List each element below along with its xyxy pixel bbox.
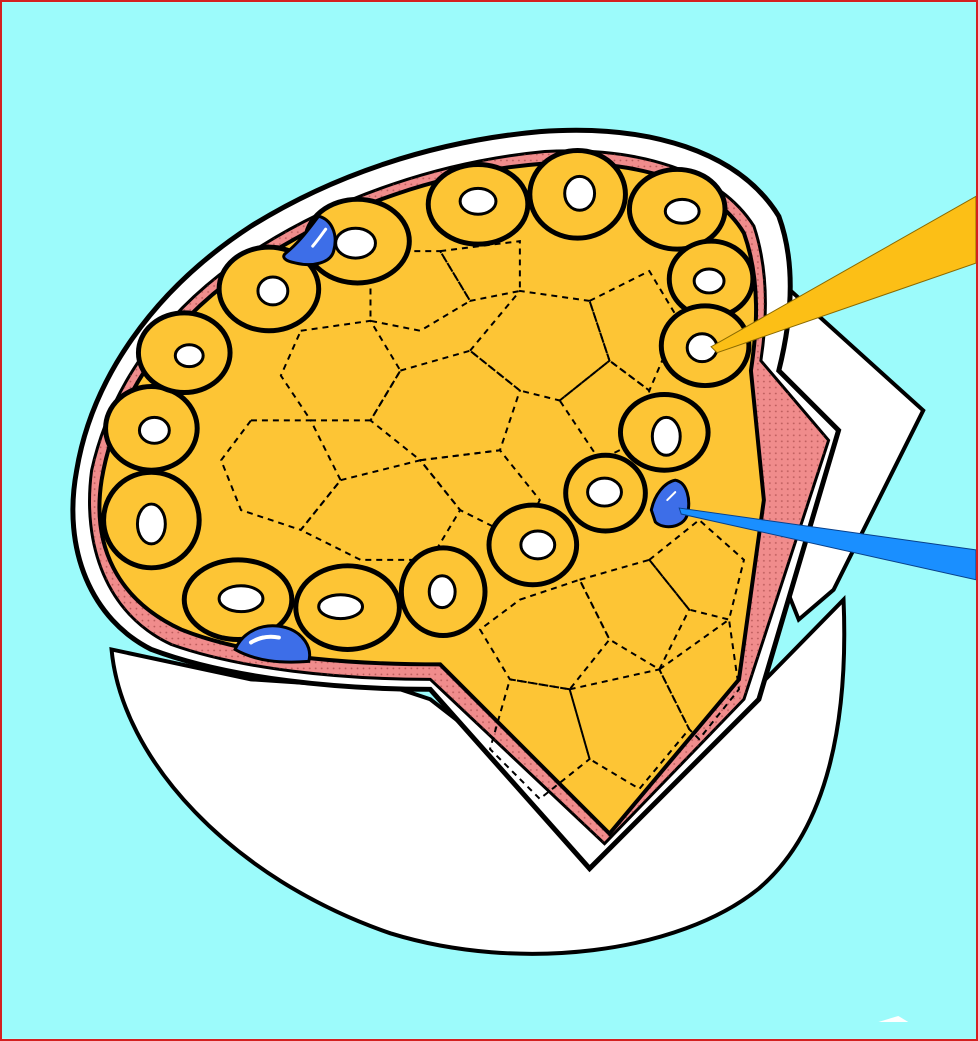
cell-nucleus (665, 199, 699, 223)
cell-nucleus (258, 277, 288, 305)
cell-nucleus (652, 417, 680, 455)
cell-nucleus (219, 586, 263, 612)
cell-nucleus (460, 188, 496, 214)
cell-nucleus (319, 595, 363, 619)
cell-nucleus (175, 345, 203, 367)
cell-nucleus (694, 269, 724, 293)
cell-nucleus (588, 478, 622, 506)
cell-nucleus (137, 504, 165, 544)
cell-nucleus (429, 576, 455, 608)
cell-nucleus (565, 176, 595, 210)
cell-nucleus (139, 417, 169, 443)
cell-nucleus (336, 228, 376, 258)
cell-nucleus (521, 531, 555, 559)
